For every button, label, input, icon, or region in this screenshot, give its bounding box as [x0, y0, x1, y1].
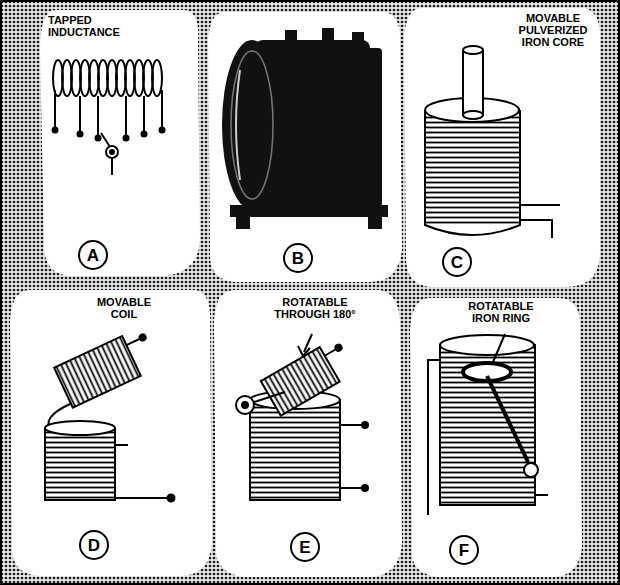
tap-contacts	[52, 127, 166, 142]
panel-letter: D	[88, 537, 100, 554]
iron-ring-coil	[428, 334, 548, 515]
panel-letter: E	[299, 539, 310, 556]
part-caption: ROTATABLE IRON RING	[458, 300, 544, 324]
panel-letter: C	[451, 254, 463, 271]
panel-letter: A	[87, 247, 99, 264]
movable-coil	[45, 327, 175, 501]
panel-letter: F	[459, 542, 469, 559]
panel-letter: B	[292, 250, 304, 267]
letter-circle: F	[449, 535, 479, 565]
part-caption: TAPPED INDUCTANCE	[48, 14, 138, 38]
tapped-coil	[53, 60, 162, 175]
iron-core-coil	[425, 46, 560, 238]
rotating-coil	[236, 334, 368, 500]
part-caption: ROTATABLE THROUGH 180°	[265, 296, 365, 320]
letter-circle: E	[290, 532, 320, 562]
letter-circle: B	[283, 243, 313, 273]
variometer	[222, 28, 388, 229]
letter-circle: A	[78, 240, 108, 270]
letter-circle: C	[442, 247, 472, 277]
letter-circle: D	[79, 530, 109, 560]
panels	[10, 8, 600, 577]
part-caption: MOVABLE COIL	[92, 296, 156, 320]
part-caption: MOVABLE PULVERIZED IRON CORE	[510, 12, 596, 48]
